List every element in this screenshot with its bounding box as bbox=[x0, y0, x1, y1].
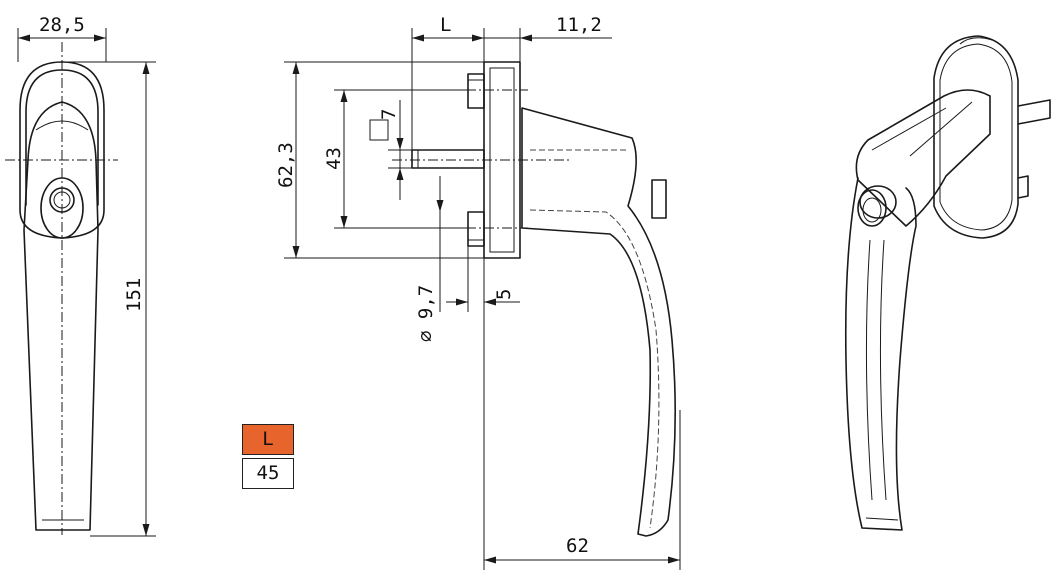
dim-screw-offset-label: 5 bbox=[493, 289, 515, 300]
perspective-view bbox=[844, 35, 1051, 531]
dim-projection: 62 bbox=[483, 258, 681, 570]
dim-spindle-length-label: L bbox=[440, 14, 451, 36]
spindle-length-value: 45 bbox=[242, 458, 294, 489]
dim-length: 151 bbox=[62, 61, 156, 537]
dim-screw-diameter: ⌀ 9,7 5 bbox=[415, 176, 520, 342]
dim-projection-label: 62 bbox=[566, 535, 589, 557]
dim-base-thickness-label: 11,2 bbox=[556, 14, 602, 36]
front-view bbox=[5, 42, 118, 535]
dim-width-front-label: 28,5 bbox=[39, 14, 85, 36]
dim-square-spindle: 7 bbox=[369, 100, 412, 200]
dim-length-label: 151 bbox=[123, 278, 145, 312]
dim-plate-height: 62,3 bbox=[275, 61, 484, 259]
dim-square-spindle-label: 7 bbox=[378, 109, 400, 120]
dim-screw-spacing: 43 bbox=[323, 89, 468, 229]
side-view bbox=[392, 61, 676, 537]
dim-screw-diameter-label: ⌀ 9,7 bbox=[415, 285, 437, 342]
dim-top-side: L 11,2 bbox=[411, 14, 612, 150]
dim-plate-height-label: 62,3 bbox=[275, 142, 297, 188]
spindle-length-header: L bbox=[242, 424, 294, 455]
square-symbol-icon bbox=[369, 119, 389, 141]
spindle-length-table: L 45 bbox=[242, 424, 294, 490]
dim-width-front: 28,5 bbox=[17, 14, 107, 62]
dim-screw-spacing-label: 43 bbox=[323, 147, 345, 170]
